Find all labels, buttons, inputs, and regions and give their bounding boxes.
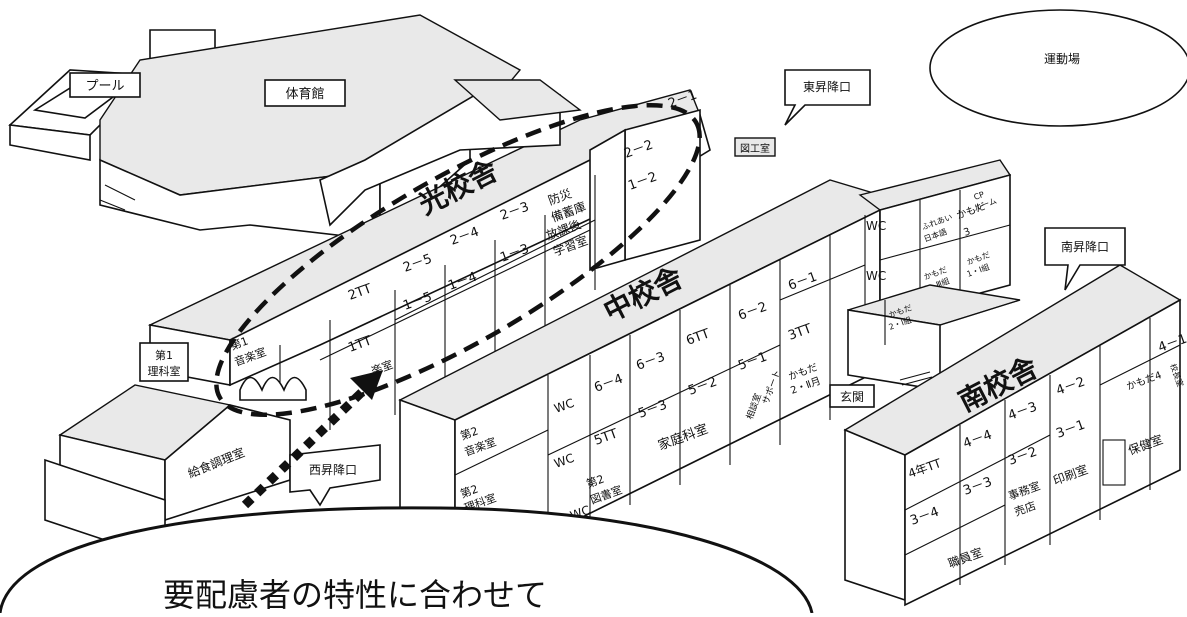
science1-text-2: 理科室 [148,364,181,378]
hikari-room-grid [279,175,596,430]
courtyard-walls: かもだ 2・Ⅰ組 [847,284,1021,391]
room-wc-east-2: WC [866,269,886,283]
pool-label-box: プール [69,72,141,98]
room-sci2a: 第2 [458,482,480,501]
pool-label: プール [85,79,124,94]
science1-text-1: 第1 [155,348,173,362]
room-wc-naka-1: WC [552,396,576,416]
south-exit-label: 南昇降口 [1061,239,1109,254]
craft-room-label: 図工室 [734,137,776,157]
room-1tt: 1TT [346,333,374,355]
entrance-callout: 玄関 [829,384,875,408]
west-exit-label: 西昇降口 [309,463,357,477]
room-wc-naka-2: WC [552,451,576,471]
science1-label: 第1 理科室 [139,342,189,382]
room-lib2a: 第2 [584,472,606,491]
west-exit-callout: 西昇降口 [289,444,381,507]
gym-label-box: 体育館 [264,79,346,107]
callout-text: 要配慮者の特性に合わせて [163,576,547,613]
highlight-dashed-ellipse [214,102,702,418]
naka-room-grid [454,215,866,535]
dotted-arrow [241,370,383,509]
covered-walkway [239,376,307,401]
south-exit-callout: 南昇降口 [1044,227,1126,291]
hikari-building [147,79,711,430]
entrance-label: 玄関 [840,389,864,404]
east-wing-building: WC WC ふれあい 日本語 かもだ 3 CP ルーム かもだ 3・Ⅲ組 かもだ… [858,159,1012,322]
ground-label: 運動場 [1044,52,1080,66]
gym-label: 体育館 [285,86,324,102]
room-cp-a: CP [973,190,986,202]
room-wc-east-1: WC [866,219,886,233]
craft-room-text: 図工室 [740,142,770,155]
kitchen-building: 給食調理室 [44,384,291,562]
east-exit-callout: 東昇降口 [784,69,871,126]
room-kamoda3-b: 3 [962,226,972,239]
callout-bubble: 要配慮者の特性に合わせて [0,506,814,614]
minami-rooms: 4－1 校長室 かもだ4 4－2 4－3 4－4 4年TT 3－1 3－2 3－… [906,332,1187,571]
minami-building [843,264,1182,607]
minami-room-grid [904,318,1181,585]
east-exit-label: 東昇降口 [803,80,851,94]
room-music2a: 第2 [458,424,480,443]
ground: 運動場 [929,9,1187,127]
